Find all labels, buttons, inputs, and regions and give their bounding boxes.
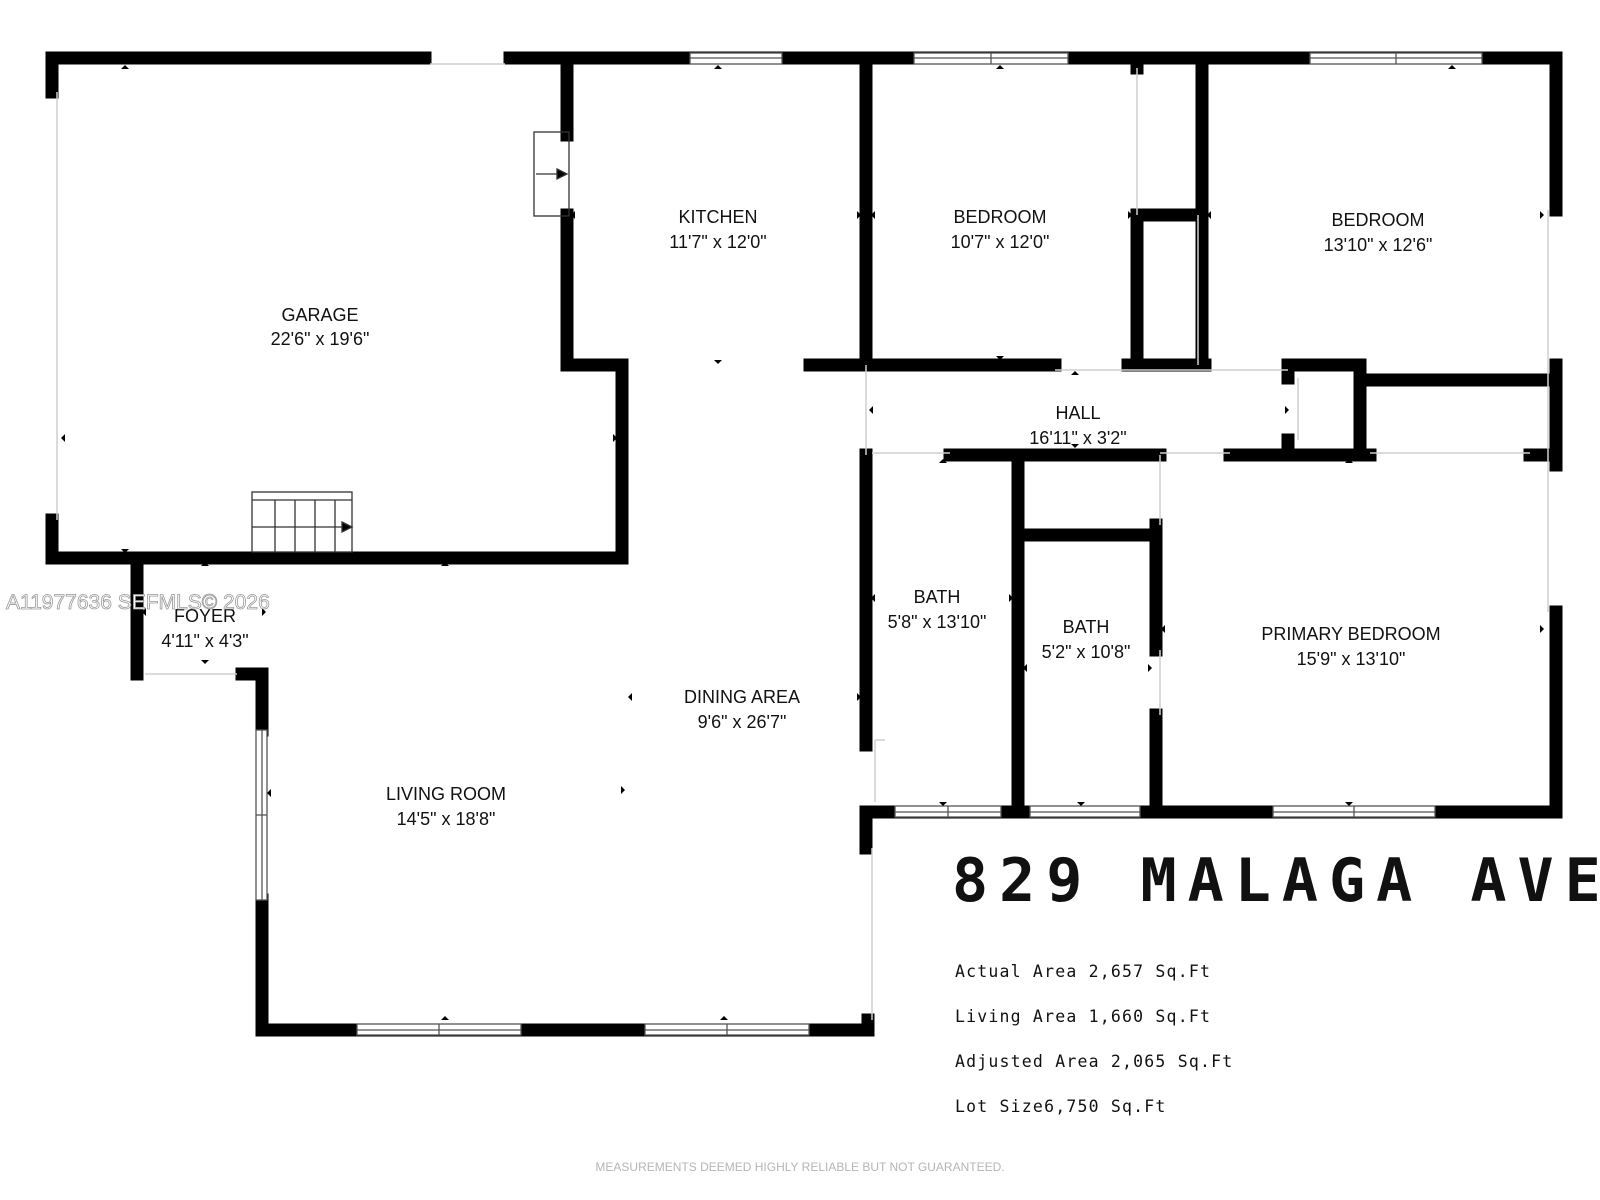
stat-label: Actual Area: [955, 962, 1078, 981]
disclaimer: MEASUREMENTS DEEMED HIGHLY RELIABLE BUT …: [595, 1160, 1005, 1174]
stat-value: 1,660 Sq.Ft: [1088, 1007, 1212, 1026]
room-name-garage: GARAGE: [281, 305, 358, 325]
area-stats: Actual Area 2,657 Sq.Ft Living Area 1,66…: [955, 962, 1233, 1142]
room-labels: GARAGE 22'6" x 19'6" KITCHEN 11'7" x 12'…: [161, 207, 1440, 829]
stat-adjusted-area: Adjusted Area 2,065 Sq.Ft: [955, 1052, 1233, 1097]
stat-label: Adjusted Area: [955, 1052, 1100, 1071]
room-dims-kitchen: 11'7" x 12'0": [669, 232, 766, 252]
stat-living-area: Living Area 1,660 Sq.Ft: [955, 1007, 1233, 1052]
room-name-bath-2: BATH: [1063, 617, 1110, 637]
dimension-ticks: [61, 65, 1544, 1020]
garage-step: [533, 131, 570, 217]
room-dims-dining-area: 9'6" x 26'7": [698, 712, 787, 732]
partitions: [56, 63, 1549, 1020]
stat-actual-area: Actual Area 2,657 Sq.Ft: [955, 962, 1233, 1007]
room-dims-foyer: 4'11" x 4'3": [161, 631, 248, 651]
room-name-bedroom-2: BEDROOM: [1331, 210, 1424, 230]
room-name-kitchen: KITCHEN: [678, 207, 757, 227]
room-name-dining-area: DINING AREA: [684, 687, 800, 707]
room-dims-living-room: 14'5" x 18'8": [397, 809, 496, 829]
room-dims-garage: 22'6" x 19'6": [271, 329, 370, 349]
room-name-bath-1: BATH: [914, 587, 961, 607]
stat-value: 2,065 Sq.Ft: [1110, 1052, 1234, 1071]
room-dims-bedroom-1: 10'7" x 12'0": [951, 232, 1050, 252]
room-name-foyer: FOYER: [174, 606, 236, 626]
stat-lot-size: Lot Size6,750 Sq.Ft: [955, 1097, 1233, 1142]
room-name-hall: HALL: [1055, 403, 1100, 423]
stat-value: 2,657 Sq.Ft: [1088, 962, 1212, 981]
room-dims-bath-2: 5'2" x 10'8": [1042, 642, 1131, 662]
stat-label: Living Area: [955, 1007, 1078, 1026]
room-dims-hall: 16'11" x 3'2": [1029, 428, 1126, 448]
property-address: 829 MALAGA AVE: [952, 846, 1600, 916]
stat-value: 6,750 Sq.Ft: [1044, 1097, 1167, 1116]
room-dims-bath-1: 5'8" x 13'10": [888, 612, 987, 632]
stat-label: Lot Size: [955, 1097, 1045, 1116]
room-dims-bedroom-2: 13'10" x 12'6": [1324, 235, 1433, 255]
room-dims-primary-bedroom: 15'9" x 13'10": [1297, 649, 1406, 669]
room-name-living-room: LIVING ROOM: [386, 784, 506, 804]
room-name-primary-bedroom: PRIMARY BEDROOM: [1261, 624, 1440, 644]
windows: [255, 52, 1483, 1036]
room-name-bedroom-1: BEDROOM: [953, 207, 1046, 227]
mls-watermark: A11977636 SEFMLS© 2026: [6, 591, 270, 614]
stairs-icon: [251, 491, 354, 553]
